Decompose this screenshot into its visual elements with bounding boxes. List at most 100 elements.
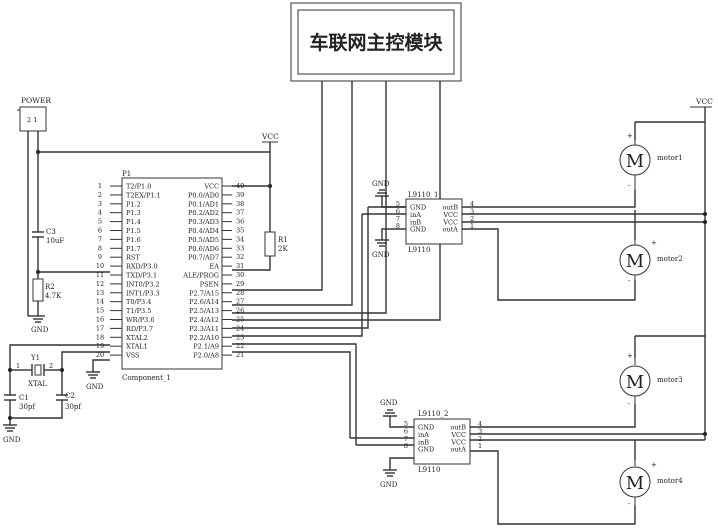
svg-text:GND: GND [372,251,390,259]
driver-pin-number: 5 [396,200,400,208]
mcu-pin-label: P2.5/A13 [189,307,219,315]
driver-pin-label: VCC [450,431,466,439]
mcu-pin-label: P2.6/A14 [189,298,219,306]
mcu-pin-number: 30 [236,271,244,279]
driver-pin-number: 1 [470,222,474,230]
c3-ref: C3 [46,228,56,236]
motor-4-name: motor4 [657,477,683,485]
power-connector: POWER 2 1 [17,96,51,132]
svg-text:+: + [651,461,657,469]
c1-ref: C1 [19,394,29,402]
driver-pin-label: inA [410,211,421,219]
mcu-pin-number: 6 [98,227,102,235]
svg-text:+: + [627,132,633,140]
svg-text:GND: GND [380,399,398,407]
mcu-pin-label: INT1/P3.3 [126,289,160,297]
driver-pin-number: 5 [404,420,408,428]
ground-symbol-driver-1-bottom: GND [372,239,390,259]
driver-1-ref: L9110_1 [408,191,438,199]
mcu-pin-number: 21 [236,351,244,359]
mcu-pin-number: 27 [236,298,244,306]
mcu-pin-label: RST [126,254,140,262]
driver-pin-label: inB [418,438,429,446]
mcu-pin-label: P0.5/AD5 [188,236,219,244]
svg-text:GND: GND [3,436,21,444]
mcu-pin-number: 25 [236,316,244,324]
motor-4-symbol: M [626,473,644,494]
mcu-pin-label: INT0/P3.2 [126,280,160,288]
svg-text:GND: GND [372,180,390,188]
mcu-pin-number: 31 [236,262,244,270]
y1-pin1: 1 [16,362,20,370]
driver-pin-label: GND [418,424,434,432]
capacitor-c3: C3 10uF [32,228,64,245]
c1-value: 30pf [19,403,36,411]
driver-pin-label: VCC [442,211,458,219]
svg-text:+: + [651,239,657,247]
mcu-pin-number: 39 [236,191,244,199]
mcu-pin-label: P0.7/AD7 [188,254,219,262]
svg-text:-: - [628,500,631,508]
mcu-pin-number: 3 [98,200,102,208]
mcu-pin-number: 35 [236,227,244,235]
power-pin-label: 2 1 [27,116,37,124]
mcu-pin-label: EA [210,263,220,271]
motor-1-symbol: M [626,151,644,172]
mcu-pin-label: P2.2/A10 [189,334,219,342]
driver-pin-number: 6 [396,207,400,215]
mcu-pin-label: P1.7 [126,245,141,253]
driver-pin-number: 2 [478,435,482,443]
driver-pin-number: 4 [478,420,482,428]
mcu-pin-number: 38 [236,200,244,208]
mcu-pin-number: 2 [98,191,102,199]
motor-3-symbol: M [626,372,644,393]
mcu-pin-label: P1.6 [126,236,141,244]
driver-2-ref: L9110_2 [418,410,448,418]
svg-text:+: + [627,352,633,360]
motor-2-name: motor2 [657,255,683,263]
mcu-pin-number: 4 [98,209,102,217]
mcu-pin-label: P0.4/AD4 [188,227,219,235]
power-label: POWER [21,96,51,105]
vcc-label-mcu: VCC [261,132,279,141]
ground-symbol-vss: GND [86,371,104,391]
driver-pin-label: outB [443,204,459,212]
mcu-pin-number: 15 [96,307,104,315]
capacitor-c2: C2 30pf [56,392,82,411]
mcu-pin-label: P0.6/AD6 [188,245,219,253]
driver-pin-label: VCC [442,218,458,226]
mcu-pin-label: P0.3/AD3 [188,218,219,226]
driver-pin-number: 7 [404,435,408,443]
mcu-pin-label: P0.2/AD2 [188,209,219,217]
motor-2-symbol: M [626,251,644,272]
ground-symbol-r2: GND [31,315,49,334]
mcu-pin-number: 7 [98,235,102,243]
mcu-pin-label: ALE/PROG [182,272,219,280]
mcu-pin-label: P1.3 [126,209,141,217]
mcu-pin-number: 20 [96,351,104,359]
driver-pin-label: inA [418,431,429,439]
mcu-pin-label: P2.7/A15 [189,289,219,297]
svg-text:GND: GND [31,326,49,334]
motor-1: M motor1 + - [619,132,683,190]
c2-value: 30pf [65,403,82,411]
mcu-pin-label: RXD/P3.0 [126,263,158,271]
capacitor-c1: C1 30pf [4,394,36,411]
r1-value: 2K [278,245,288,253]
driver-pin-number: 2 [470,215,474,223]
motor-2: M motor2 + - [619,239,683,285]
driver-1-part: L9110 [408,246,430,254]
mcu-pin-label: XTAL2 [126,334,148,342]
mcu-pin-label: XTAL1 [126,343,148,351]
mcu-pin-number: 12 [96,280,104,288]
mcu-pin-number: 34 [236,235,244,243]
mcu-pin-number: 14 [96,298,104,306]
ground-symbol-crystal: GND [3,424,21,444]
mcu-pin-label: T2EX/P1.1 [126,191,161,199]
svg-text:-: - [628,400,631,408]
driver-pin-number: 3 [478,427,482,435]
resistor-r1: R1 2K [264,231,288,257]
